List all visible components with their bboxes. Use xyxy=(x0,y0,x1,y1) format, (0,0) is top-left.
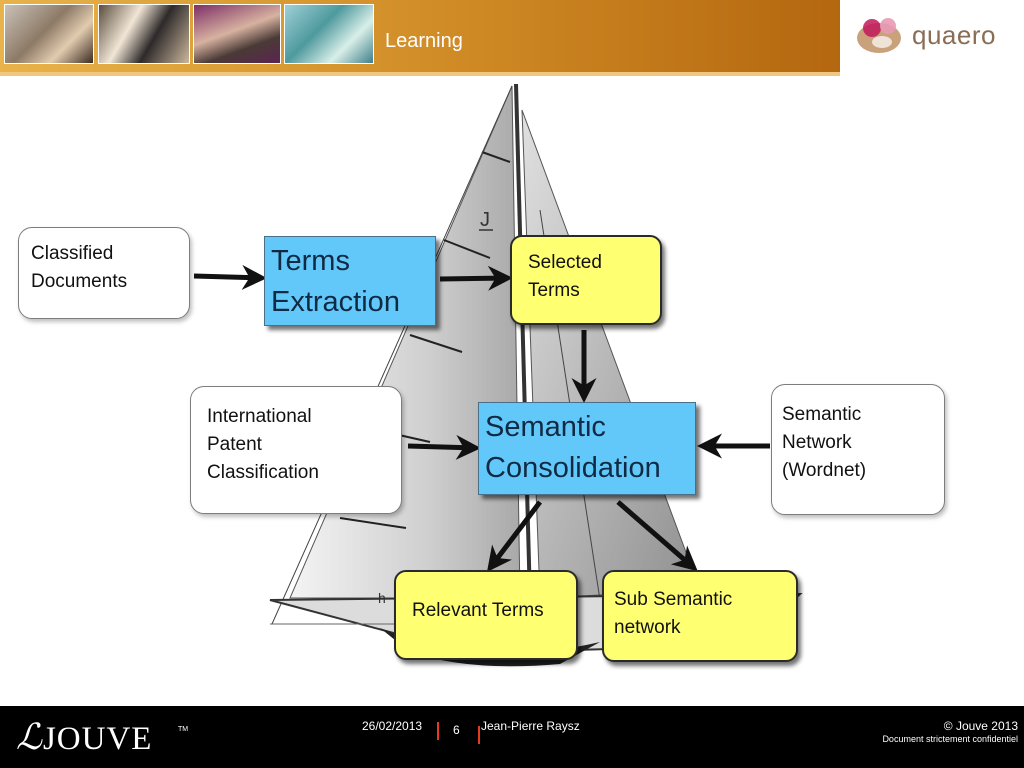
classified-documents-label: Classified Documents xyxy=(31,243,128,292)
quaero-logo-icon xyxy=(857,18,901,53)
semantic-consolidation-box: Semantic Consolidation xyxy=(478,402,696,495)
jouve-logo-text: JOUVE xyxy=(42,721,153,757)
header-bar: Learning xyxy=(0,0,840,76)
flow-arrows xyxy=(193,264,770,572)
header-photo-woman-laptop xyxy=(4,4,94,64)
header-photo-keyboard xyxy=(284,4,374,64)
classified-documents-box: Classified Documents xyxy=(18,227,190,319)
jouve-logo-icon: ℒ xyxy=(16,717,43,757)
sail-battens xyxy=(339,151,511,529)
arrow-extraction-to-selected xyxy=(439,265,513,291)
semantic-consolidation-label: Semantic Consolidation xyxy=(485,411,661,484)
header: Learning quaero xyxy=(0,0,1024,76)
semantic-network-label: Semantic Network (Wordnet) xyxy=(782,404,867,481)
ipc-label: International Patent Classification xyxy=(207,406,319,483)
terms-extraction-label: Terms Extraction xyxy=(271,245,400,318)
quaero-logo: quaero xyxy=(852,10,1017,62)
page-number: 6 xyxy=(453,723,460,737)
header-photo-business-people xyxy=(98,4,190,64)
mast xyxy=(514,83,532,601)
relevant-terms-box: Relevant Terms xyxy=(394,570,578,660)
header-photo-eyes xyxy=(193,4,281,64)
hull-letter: h xyxy=(378,590,386,606)
footer-author: Jean-Pierre Raysz xyxy=(481,719,580,733)
jouve-logo: ℒJOUVE xyxy=(16,716,152,758)
footer-confidential: Document strictement confidentiel xyxy=(882,734,1018,744)
footer-separator xyxy=(437,722,439,740)
arrow-consolidation-to-sub xyxy=(616,500,698,572)
quaero-logo-text: quaero xyxy=(912,20,996,50)
trademark: TM xyxy=(178,726,189,733)
sub-semantic-network-label: Sub Semantic network xyxy=(614,589,733,638)
footer: ℒJOUVE TM 26/02/2013 6 Jean-Pierre Raysz… xyxy=(0,706,1024,768)
sail-letter: J xyxy=(480,209,490,231)
footer-copyright: © Jouve 2013 xyxy=(943,719,1018,733)
footer-date: 26/02/2013 xyxy=(362,719,423,733)
ipc-box: International Patent Classification xyxy=(190,386,402,514)
arrow-classified-to-extraction xyxy=(193,264,267,290)
semantic-network-box: Semantic Network (Wordnet) xyxy=(771,384,945,515)
terms-extraction-box: Terms Extraction xyxy=(264,236,436,326)
arrow-ipc-to-consolidation xyxy=(407,434,481,460)
selected-terms-box: Selected Terms xyxy=(510,235,662,325)
selected-terms-label: Selected Terms xyxy=(528,252,602,301)
slide-title: Learning xyxy=(385,30,463,52)
sub-semantic-network-box: Sub Semantic network xyxy=(602,570,798,662)
arrow-consolidation-to-relevant xyxy=(486,500,542,572)
footer-separator xyxy=(478,726,480,744)
relevant-terms-label: Relevant Terms xyxy=(412,600,544,621)
